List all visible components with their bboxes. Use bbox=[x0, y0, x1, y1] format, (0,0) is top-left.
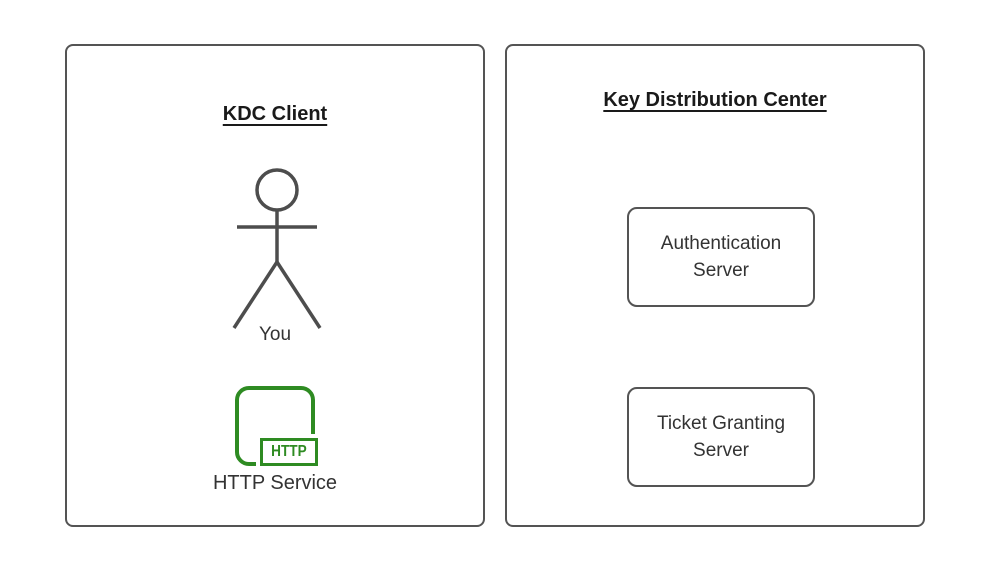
key-distribution-center-panel: Key Distribution Center Authentication S… bbox=[505, 44, 925, 527]
kdc-title-text: Key Distribution Center bbox=[603, 89, 827, 111]
http-service-label: HTTP Service bbox=[212, 472, 338, 494]
actor-label: You bbox=[258, 324, 292, 345]
authentication-server-label: Authentication Server bbox=[660, 233, 782, 281]
ticket-granting-server-label: Ticket Granting Server bbox=[656, 413, 786, 461]
kdc-client-panel: KDC Client You HTTP HTTP Service bbox=[65, 44, 485, 527]
person-icon bbox=[232, 168, 322, 329]
authentication-server-box: Authentication Server bbox=[627, 207, 815, 307]
http-badge: HTTP bbox=[260, 438, 318, 466]
ticket-granting-server-box: Ticket Granting Server bbox=[627, 387, 815, 487]
kdc-client-title: KDC Client bbox=[67, 101, 483, 128]
kdc-client-title-text: KDC Client bbox=[222, 103, 328, 125]
kdc-title: Key Distribution Center bbox=[507, 87, 923, 114]
http-badge-text: HTTP bbox=[271, 443, 307, 460]
